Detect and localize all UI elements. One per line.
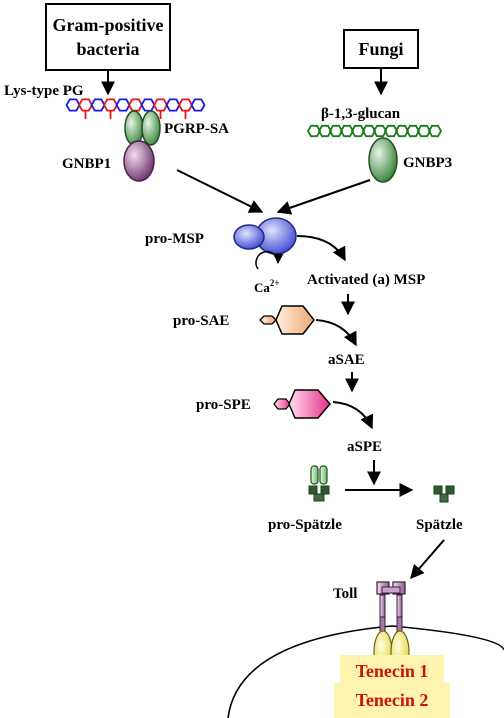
aspe-label: aSPE — [347, 439, 382, 455]
pg-hexagon — [115, 98, 131, 112]
gram-positive-box: Gram-positive bacteria — [45, 3, 171, 71]
pgrp-sa-protein — [124, 110, 161, 146]
pro-spatzle-protein — [308, 465, 330, 502]
asae-label: aSAE — [328, 352, 365, 368]
glucan-hexagon — [383, 124, 399, 138]
pro-msp-label: pro-MSP — [145, 231, 204, 247]
glucan-hexagon — [306, 124, 322, 138]
pg-hexagon — [152, 98, 169, 112]
gram-positive-label-line2: bacteria — [77, 39, 140, 59]
arrow-sae-activation — [315, 319, 357, 347]
pg-hexagon — [140, 98, 156, 112]
gnbp3-protein — [368, 137, 398, 183]
pg-hexagon — [177, 98, 194, 112]
beta-glucan-label: β-1,3-glucan — [321, 106, 401, 122]
arrow-gnbp1-to-msp — [176, 169, 264, 213]
beta-glucan-chain — [306, 124, 443, 138]
pg-hexagon — [77, 98, 94, 112]
arrow-gnbp3-to-msp — [276, 179, 371, 215]
pro-msp-protein — [233, 217, 297, 255]
pg-hexagon — [102, 98, 119, 112]
arrow-spe-activation — [332, 401, 374, 430]
spatzle-protein — [433, 485, 455, 503]
arrow-spatzle-to-toll — [410, 539, 445, 580]
pro-spe-protein — [273, 389, 331, 419]
pgrp-sa-label: PGRP-SA — [164, 121, 229, 137]
spatzle-label: Spätzle — [416, 517, 463, 533]
pro-spatzle-label: pro-Spätzle — [268, 517, 342, 533]
pg-hexagon — [90, 98, 106, 112]
gnbp3-label: GNBP3 — [403, 155, 452, 171]
gnbp1-protein — [123, 140, 155, 182]
glucan-hexagon — [339, 124, 355, 138]
glucan-hexagon — [372, 124, 388, 138]
pg-hexagon — [127, 98, 144, 112]
glucan-hexagon — [427, 124, 443, 138]
glucan-hexagon — [394, 124, 410, 138]
pro-sae-label: pro-SAE — [173, 313, 229, 329]
glucan-hexagon — [405, 124, 421, 138]
pro-sae-protein — [259, 305, 315, 335]
gnbp1-label: GNBP1 — [62, 156, 111, 172]
glucan-hexagon — [328, 124, 344, 138]
lys-type-pg-chain — [65, 98, 206, 119]
gram-positive-label-line1: Gram-positive — [53, 15, 164, 35]
pro-spe-label: pro-SPE — [196, 397, 251, 413]
glucan-hexagon — [361, 124, 377, 138]
activated-msp-label: Activated (a) MSP — [307, 272, 425, 288]
pg-hexagon — [190, 98, 206, 112]
glucan-hexagon — [416, 124, 432, 138]
fungi-label: Fungi — [358, 39, 403, 59]
pg-hexagon — [165, 98, 181, 112]
pg-hexagon — [65, 98, 81, 112]
lys-type-pg-label: Lys-type PG — [4, 83, 84, 99]
output-gene-2: Tenecin 2 — [356, 690, 429, 710]
calcium-cycle-arrow — [255, 250, 284, 270]
toll-label: Toll — [333, 586, 357, 602]
calcium-label: Ca2+ — [254, 278, 280, 295]
fungi-box: Fungi — [343, 29, 419, 69]
output-genes-box: Tenecin 1 Tenecin 2 — [334, 655, 450, 718]
glucan-hexagon — [350, 124, 366, 138]
glucan-hexagon — [317, 124, 333, 138]
output-gene-1: Tenecin 1 — [356, 661, 429, 681]
arrow-msp-activation — [296, 235, 346, 262]
cell-membrane — [227, 625, 504, 718]
